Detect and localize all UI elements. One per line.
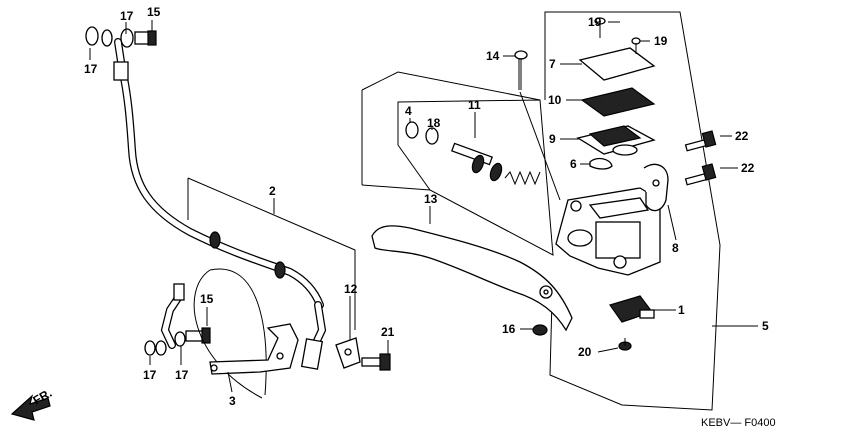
pivot-bolt <box>514 50 561 201</box>
callout-7: 7 <box>549 57 556 71</box>
callout-17: 17 <box>120 9 134 23</box>
callout-4: 4 <box>405 104 412 118</box>
group-outlines <box>187 11 721 411</box>
switch-screw <box>618 338 632 351</box>
cap-screws <box>594 17 641 54</box>
leader-lines <box>89 20 758 393</box>
callout-2: 2 <box>269 184 276 198</box>
callout-17: 17 <box>175 368 189 382</box>
callout-15: 15 <box>200 292 214 306</box>
hose-bracket <box>209 323 299 375</box>
callout-labels: 17 17 15 2 15 17 17 3 12 21 13 14 4 18 1… <box>31 5 776 429</box>
brake-lever <box>371 225 573 332</box>
callout-21: 21 <box>381 325 395 339</box>
reservoir-parts <box>576 47 656 156</box>
callout-22: 22 <box>735 129 749 143</box>
callout-10: 10 <box>548 93 562 107</box>
piston-assembly <box>405 121 541 186</box>
banjo-bolt-top <box>85 26 157 48</box>
callout-19: 19 <box>654 34 668 48</box>
front-direction-arrow <box>10 394 51 421</box>
clip <box>589 157 613 170</box>
callout-16: 16 <box>502 322 516 336</box>
callout-14: 14 <box>486 49 500 63</box>
callout-22: 22 <box>741 161 755 175</box>
hose-clamp <box>335 337 361 369</box>
callout-18: 18 <box>427 116 441 130</box>
callout-6: 6 <box>570 157 577 171</box>
lever-cap <box>532 324 548 336</box>
callout-3: 3 <box>229 394 236 408</box>
callout-19: 19 <box>588 15 602 29</box>
lower-hose <box>144 268 267 399</box>
bolt-21 <box>361 353 391 371</box>
callout-5: 5 <box>762 319 769 333</box>
callout-11: 11 <box>468 98 481 112</box>
callout-17: 17 <box>143 368 157 382</box>
callout-12: 12 <box>344 282 358 296</box>
callout-15: 15 <box>147 5 161 19</box>
mount-clamp <box>643 163 669 212</box>
callout-17: 17 <box>84 62 98 76</box>
callout-1: 1 <box>678 303 685 317</box>
callout-13: 13 <box>424 192 438 206</box>
callout-9: 9 <box>549 132 556 146</box>
callout-8: 8 <box>672 241 679 255</box>
master-cylinder <box>555 187 661 276</box>
brake-hose <box>113 38 327 370</box>
brake-switch <box>609 295 655 323</box>
clamp-bolts <box>684 130 717 186</box>
diagram-code: KEBV— F0400 <box>701 417 776 429</box>
callout-20: 20 <box>578 345 592 359</box>
